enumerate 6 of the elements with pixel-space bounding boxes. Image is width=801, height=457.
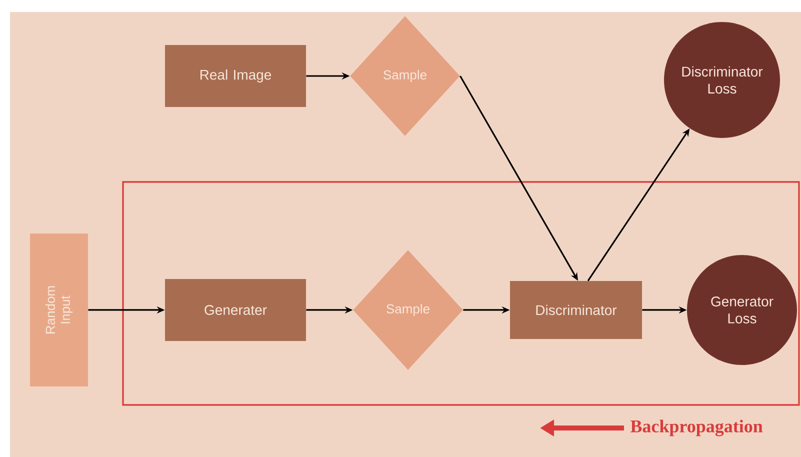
process-box: Discriminator <box>510 280 642 339</box>
backpropagation-label: Backpropagation <box>630 420 763 436</box>
input-box: Random Input <box>30 233 88 386</box>
process-box: Generater <box>165 279 306 341</box>
process-box: Real Image <box>165 45 306 107</box>
backpropagation-frame <box>122 181 800 406</box>
